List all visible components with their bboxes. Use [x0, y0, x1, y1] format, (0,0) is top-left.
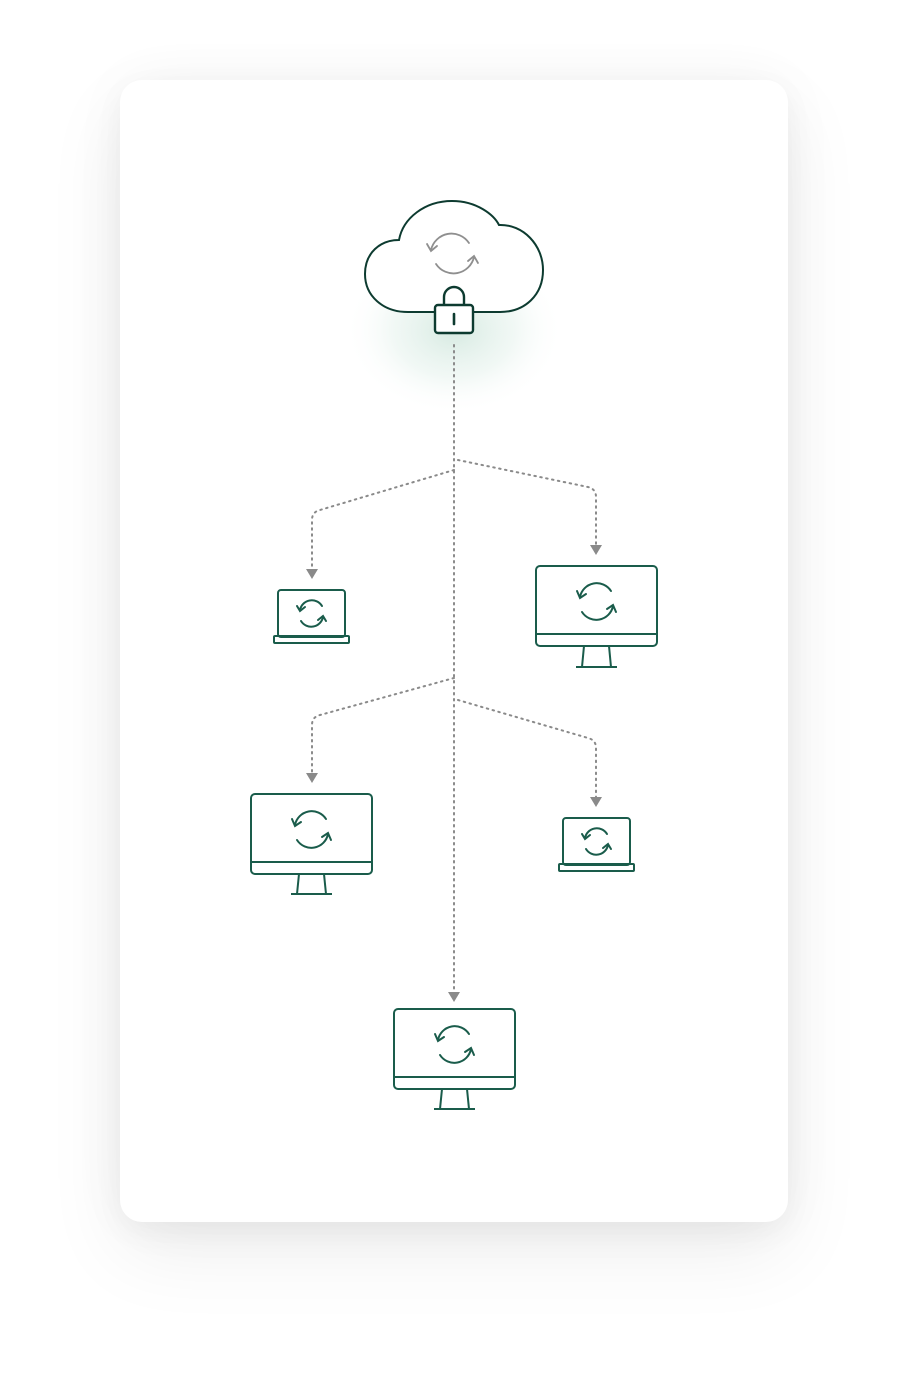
- cloud-icon: [363, 199, 545, 313]
- sync-arrows-icon: [581, 827, 612, 856]
- arrowheads: [306, 545, 602, 1002]
- desktop-monitor-icon: [393, 1008, 516, 1110]
- lock-icon: [433, 285, 475, 335]
- desktop-monitor-icon: [250, 793, 373, 895]
- arrowhead-top-right: [590, 545, 602, 555]
- connector-top-right: [457, 459, 597, 546]
- arrowhead-top-left: [306, 569, 318, 579]
- laptop-icon: [273, 589, 350, 644]
- arrowhead-bottom: [448, 992, 460, 1002]
- connector-mid-right: [457, 699, 597, 799]
- desktop-monitor-icon: [535, 565, 658, 668]
- arrowhead-mid-left: [306, 773, 318, 783]
- arrowhead-mid-right: [590, 797, 602, 807]
- laptop-icon: [558, 817, 635, 872]
- connector-mid-left: [311, 677, 455, 776]
- sync-arrows-icon: [291, 810, 332, 849]
- connector-top-left: [311, 469, 455, 571]
- sync-arrows-icon: [296, 599, 327, 628]
- sync-arrows-icon: [576, 582, 617, 621]
- cloud-sync-icon: [426, 232, 479, 275]
- sync-arrows-icon: [434, 1025, 475, 1064]
- connectors: [311, 344, 597, 993]
